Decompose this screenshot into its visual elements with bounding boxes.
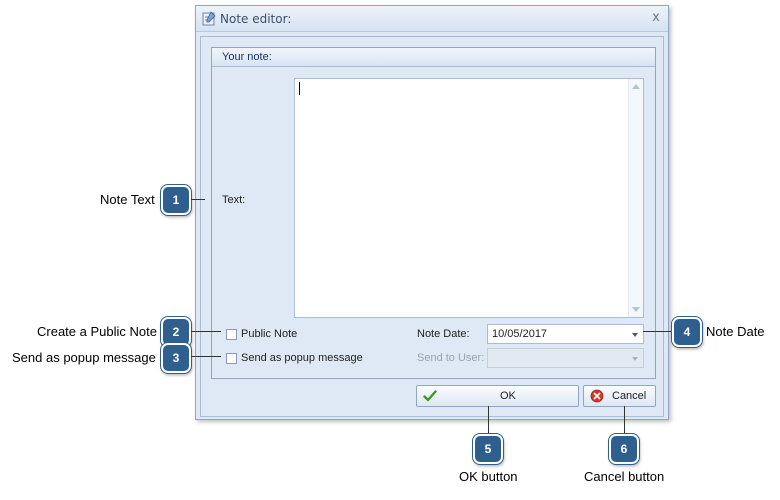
popup-message-checkbox[interactable]	[226, 353, 237, 364]
scroll-down-icon[interactable]	[632, 307, 640, 312]
title-bar[interactable]: Note editor: x	[196, 6, 668, 32]
callout-text-ok: OK button	[459, 469, 518, 484]
chevron-down-icon[interactable]	[632, 357, 638, 361]
callout-line-1	[191, 199, 205, 200]
callout-badge-1: 1	[161, 185, 191, 215]
note-date-value: 10/05/2017	[492, 328, 548, 340]
callout-badge-6: 6	[609, 434, 639, 464]
callout-text-cancel: Cancel button	[584, 469, 665, 484]
app-icon	[202, 11, 216, 26]
callout-line-4	[643, 331, 671, 332]
callout-badge-5: 5	[473, 434, 503, 464]
callout-text-public-note: Create a Public Note	[37, 324, 157, 339]
public-note-label: Public Note	[241, 328, 298, 340]
callout-badge-4: 4	[672, 317, 702, 347]
cancel-button[interactable]: Cancel	[583, 385, 656, 407]
callout-line-3	[191, 356, 221, 357]
ok-button[interactable]: OK	[416, 385, 579, 407]
note-date-picker[interactable]: 10/05/2017	[487, 324, 644, 344]
callout-text-note-date: Note Date	[706, 324, 765, 339]
close-icon[interactable]: x	[652, 10, 660, 25]
note-editor-window: Note editor: x Your note: Text: Public N…	[195, 5, 669, 420]
cancel-icon	[590, 389, 604, 403]
cancel-button-label: Cancel	[612, 390, 647, 402]
group-header: Your note:	[212, 48, 655, 67]
your-note-group: Your note: Text: Public Note Send as pop…	[211, 47, 656, 379]
popup-message-label: Send as popup message	[241, 352, 363, 364]
send-to-user-select[interactable]	[487, 348, 644, 368]
scroll-up-icon[interactable]	[632, 84, 640, 89]
note-date-label: Note Date:	[417, 328, 470, 340]
text-caret	[299, 82, 300, 95]
callout-line-5	[488, 406, 489, 434]
check-icon	[423, 390, 437, 402]
chevron-down-icon[interactable]	[632, 333, 638, 337]
window-title: Note editor:	[220, 12, 292, 26]
vertical-scrollbar[interactable]	[628, 79, 643, 317]
note-text-area[interactable]	[294, 78, 644, 318]
text-label: Text:	[222, 194, 246, 206]
callout-badge-3: 3	[161, 343, 191, 373]
callout-text-popup: Send as popup message	[12, 350, 156, 365]
send-to-user-label: Send to User:	[417, 352, 485, 364]
callout-line-6	[624, 406, 625, 434]
callout-text-note-text: Note Text	[100, 192, 155, 207]
dialog-client-area: Your note: Text: Public Note Send as pop…	[200, 36, 664, 417]
ok-button-label: OK	[500, 390, 516, 402]
public-note-checkbox[interactable]	[226, 329, 237, 340]
callout-line-2	[191, 331, 221, 332]
